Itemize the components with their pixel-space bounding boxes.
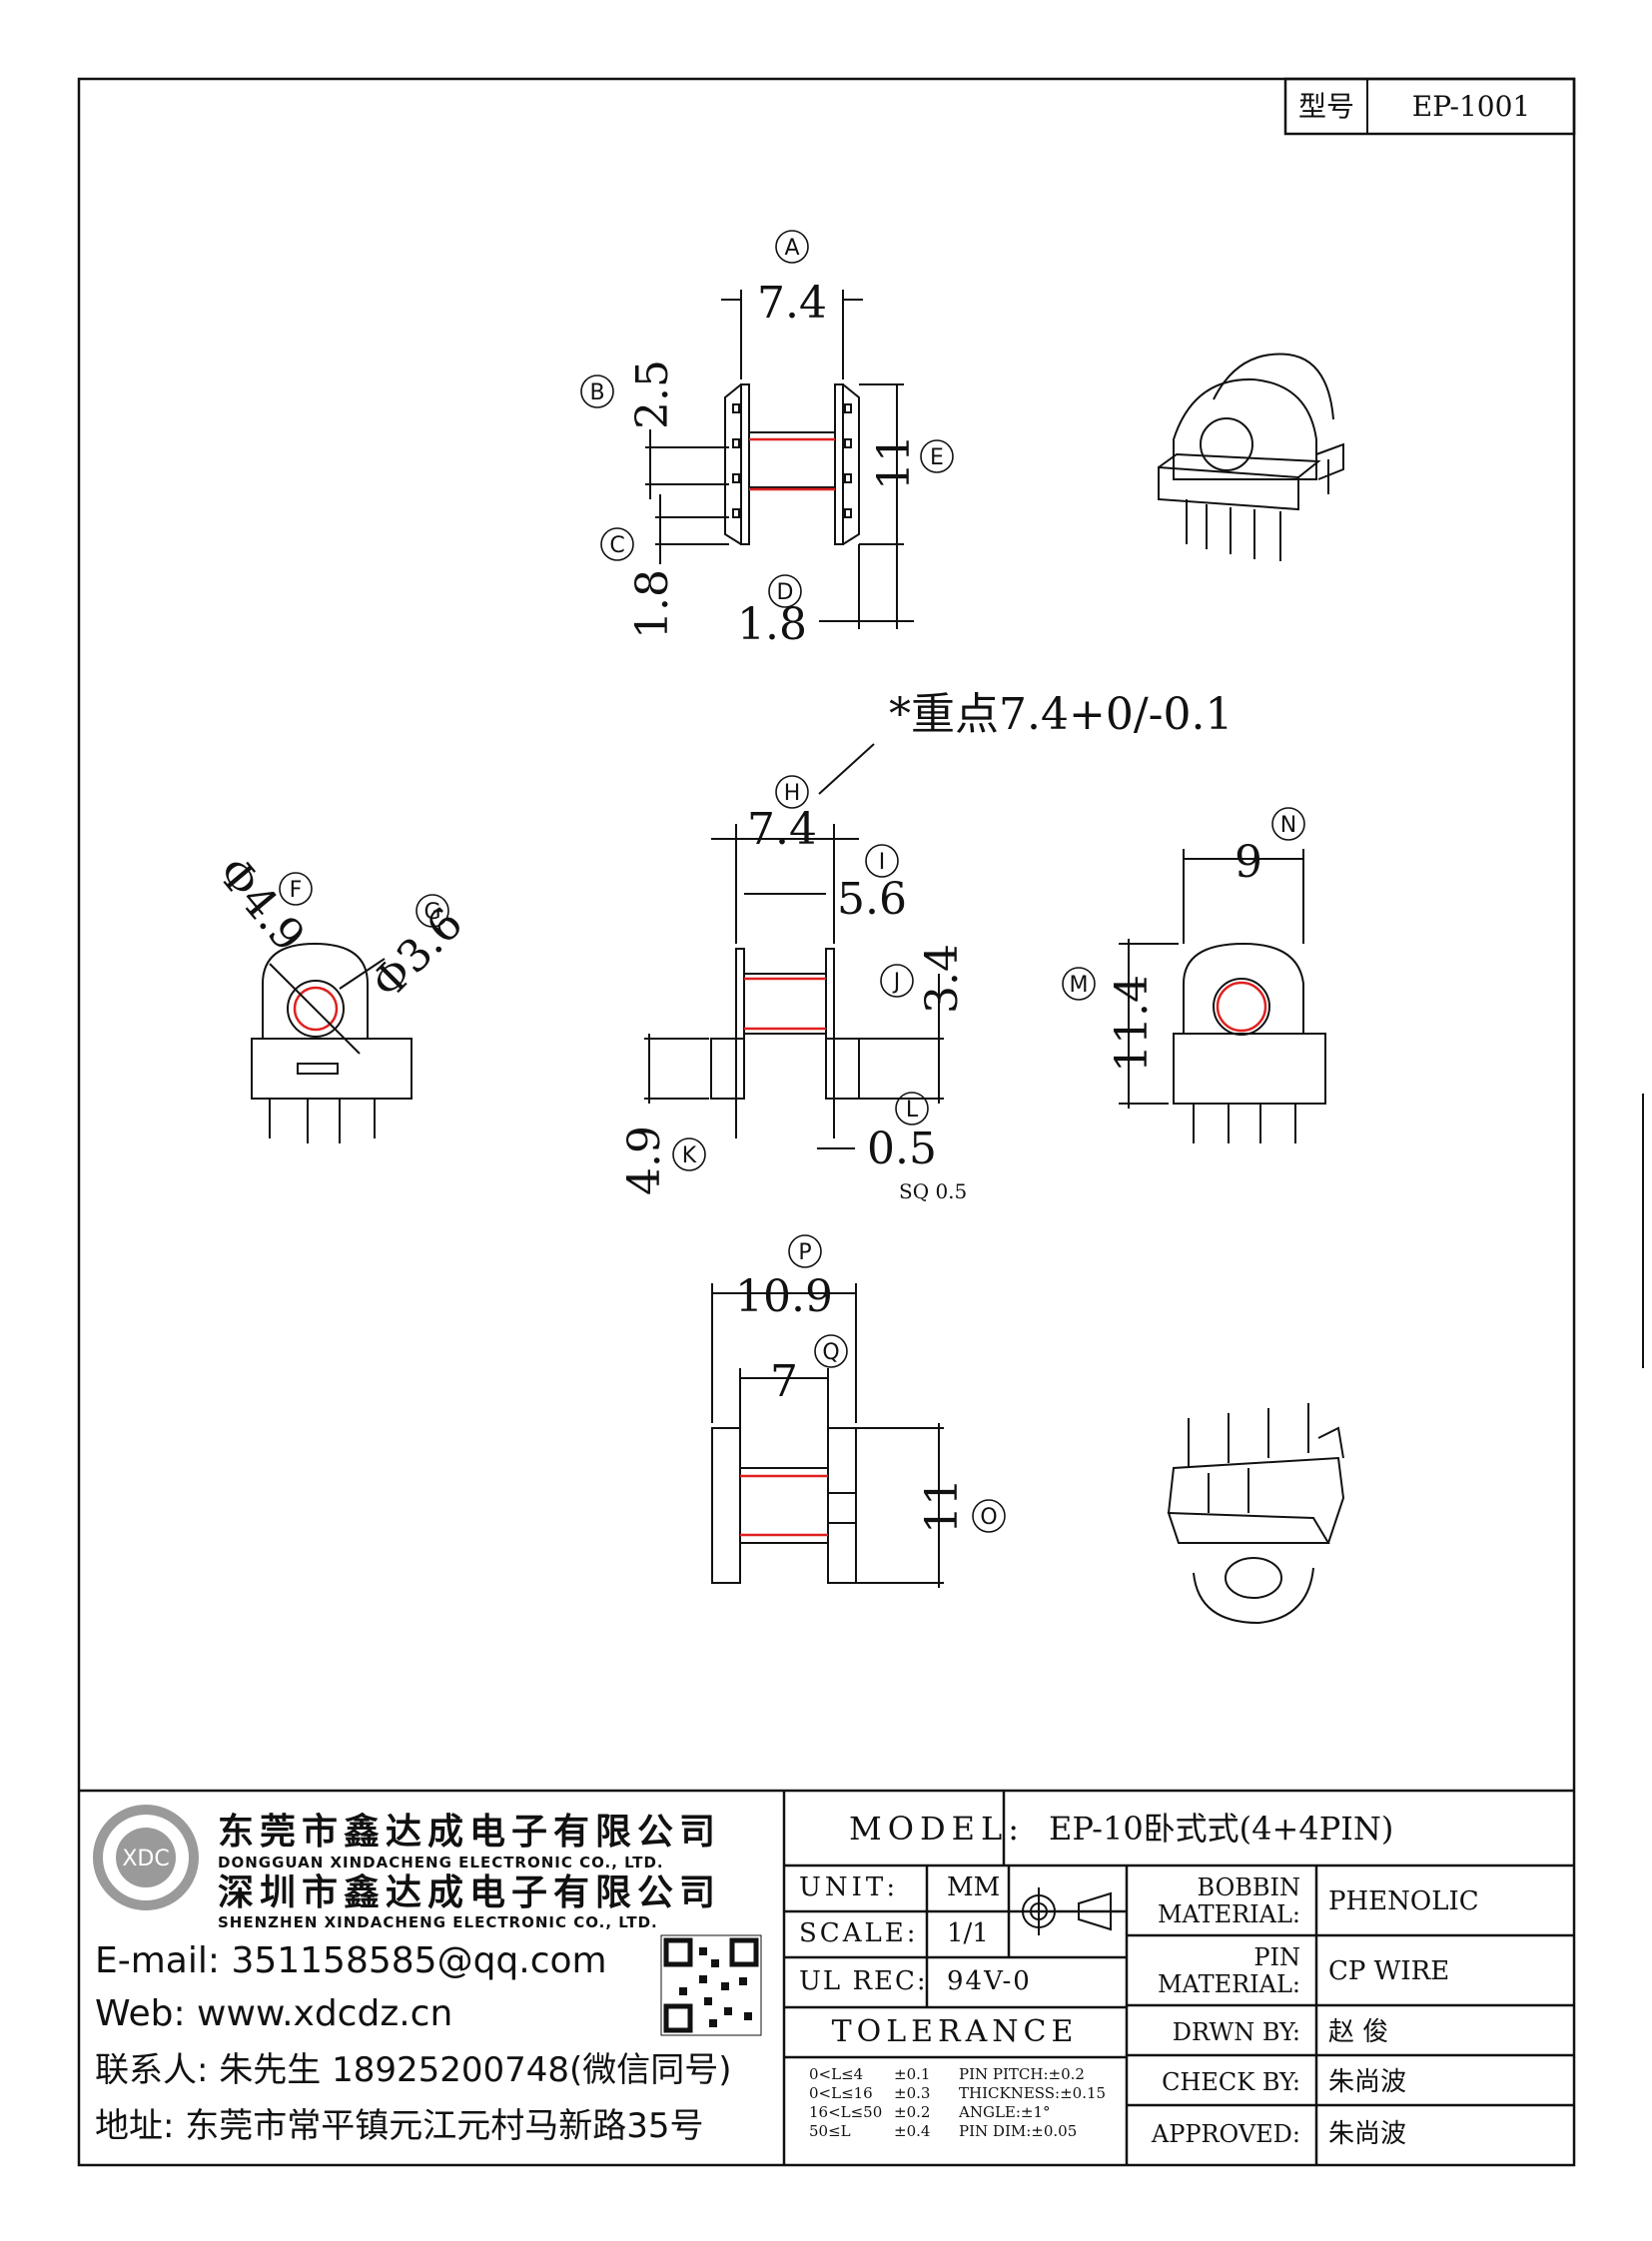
tolerance-value: ±0.2	[894, 2103, 930, 2121]
dim-a: 7.4	[757, 278, 827, 329]
tolerance-value: ±0.3	[894, 2084, 930, 2102]
callout-p: P	[798, 1240, 811, 1265]
callout-o: O	[980, 1505, 997, 1530]
dimension-labels: 7.4 2.5 1.8 1.8 11 Φ4.9 Φ3.6 7.4 5.6 3.4…	[207, 278, 1262, 1534]
sheet-border	[77, 77, 1576, 2167]
tolerance-spec: PIN DIM:±0.05	[959, 2122, 1077, 2140]
dim-i: 5.6	[837, 874, 907, 925]
callout-g: G	[423, 900, 440, 925]
qr-code-icon	[660, 1934, 762, 2036]
iso-view-bottom	[1167, 1403, 1345, 1625]
drawn-by-value: 赵 俊	[1328, 2017, 1388, 2047]
approved-label: APPROVED:	[1151, 2120, 1300, 2148]
unit-label: UNIT:	[799, 1872, 899, 1902]
tolerance-table: 0<L≤4 ±0.1 PIN PITCH:±0.2 0<L≤16 ±0.3 TH…	[809, 2065, 1106, 2140]
dim-j: 3.4	[917, 944, 968, 1014]
model-label: MODEL:	[849, 1810, 1025, 1848]
model-box-label: 型号	[1298, 90, 1354, 123]
dim-h: 7.4	[747, 804, 817, 855]
model-box-value: EP-1001	[1412, 90, 1530, 123]
callout-m: M	[1070, 973, 1089, 998]
tolerance-spec: PIN PITCH:±0.2	[959, 2065, 1085, 2083]
company-web: Web: www.xdcdz.cn	[95, 1993, 452, 2034]
side-view-middle	[644, 743, 944, 1149]
tolerance-value: ±0.1	[894, 2065, 930, 2083]
top-view	[645, 290, 914, 629]
pin-material-label-2: MATERIAL:	[1158, 1970, 1300, 1998]
callout-labels: A B C D E F G H I J K L M N O P Q	[290, 236, 1297, 1530]
tolerance-range: 50≤L	[809, 2122, 851, 2140]
check-by-value: 朱尚波	[1328, 2067, 1406, 2097]
unit-value: MM	[947, 1872, 1000, 1902]
bobbin-material-value: PHENOLIC	[1328, 1886, 1479, 1916]
scale-value: 1/1	[947, 1918, 989, 1948]
callout-q: Q	[822, 1340, 839, 1365]
callout-n: N	[1280, 813, 1296, 838]
company-address: 地址: 东莞市常平镇元江元村马新路35号	[95, 2106, 704, 2146]
dim-d: 1.8	[737, 599, 807, 650]
approved-value: 朱尚波	[1328, 2119, 1406, 2149]
callout-a: A	[784, 236, 799, 261]
model-box: 型号 EP-1001	[1283, 77, 1576, 136]
callout-d: D	[777, 580, 794, 605]
dim-p: 10.9	[735, 1271, 833, 1322]
company-contact: 联系人: 朱先生 18925200748(微信同号)	[95, 2050, 732, 2090]
tolerance-range: 16<L≤50	[809, 2103, 882, 2121]
ulrec-value: 94V-0	[947, 1966, 1032, 1996]
callout-b: B	[589, 380, 604, 405]
key-point-note: *重点7.4+0/-0.1	[889, 689, 1234, 740]
model-value: EP-10卧式式(4+4PIN)	[1049, 1810, 1393, 1848]
callout-bubbles	[279, 230, 1305, 1533]
iso-view-top	[1158, 353, 1344, 561]
dim-e: 11	[869, 434, 920, 490]
company-logo: XDC	[93, 1805, 199, 1910]
callout-e: E	[930, 445, 944, 470]
front-view-right	[1119, 849, 1326, 1143]
title-block-grid	[79, 1789, 1574, 2165]
dim-c: 1.8	[627, 569, 678, 639]
callout-k: K	[682, 1143, 697, 1168]
pin-material-value: CP WIRE	[1328, 1956, 1449, 1986]
dim-n: 9	[1235, 837, 1262, 888]
tolerance-range: 0<L≤4	[809, 2065, 863, 2083]
dim-l: 0.5	[867, 1123, 937, 1174]
logo-text: XDC	[122, 1847, 169, 1871]
dim-k: 4.9	[619, 1125, 670, 1195]
bobbin-material-label-1: BOBBIN	[1197, 1873, 1300, 1901]
scale-label: SCALE:	[799, 1918, 919, 1948]
ulrec-label: UL REC:	[799, 1966, 928, 1996]
dim-b: 2.5	[627, 360, 678, 429]
tolerance-spec: ANGLE:±1°	[958, 2103, 1051, 2121]
company-name-en-1: DONGGUAN XINDACHENG ELECTRONIC CO., LTD.	[218, 1854, 664, 1871]
pin-square-note: SQ 0.5	[899, 1179, 967, 1203]
company-email: E-mail: 351158585@qq.com	[95, 1940, 607, 1981]
company-name-cn-2: 深圳市鑫达成电子有限公司	[218, 1872, 721, 1913]
dim-m: 11.4	[1107, 975, 1158, 1073]
callout-h: H	[784, 781, 801, 806]
drawn-by-label: DRWN BY:	[1173, 2018, 1300, 2046]
callout-j: J	[892, 970, 901, 995]
tolerance-spec: THICKNESS:±0.15	[959, 2084, 1106, 2102]
front-view-left	[251, 942, 413, 1143]
bottom-view	[711, 1283, 944, 1588]
tolerance-range: 0<L≤16	[809, 2084, 873, 2102]
check-by-label: CHECK BY:	[1162, 2068, 1300, 2096]
callout-c: C	[609, 533, 624, 558]
callout-i: I	[879, 850, 886, 875]
tolerance-value: ±0.4	[894, 2122, 930, 2140]
bobbin-material-label-2: MATERIAL:	[1158, 1900, 1300, 1928]
pin-material-label-1: PIN	[1253, 1943, 1300, 1971]
callout-l: L	[906, 1098, 919, 1122]
tolerance-label: TOLERANCE	[832, 2014, 1079, 2049]
dim-q: 7	[770, 1356, 798, 1407]
projection-symbol-icon	[1014, 1887, 1112, 1935]
dim-o: 11	[917, 1478, 968, 1534]
company-name-en-2: SHENZHEN XINDACHENG ELECTRONIC CO., LTD.	[218, 1913, 658, 1931]
callout-f: F	[290, 878, 303, 903]
company-name-cn-1: 东莞市鑫达成电子有限公司	[218, 1812, 721, 1853]
